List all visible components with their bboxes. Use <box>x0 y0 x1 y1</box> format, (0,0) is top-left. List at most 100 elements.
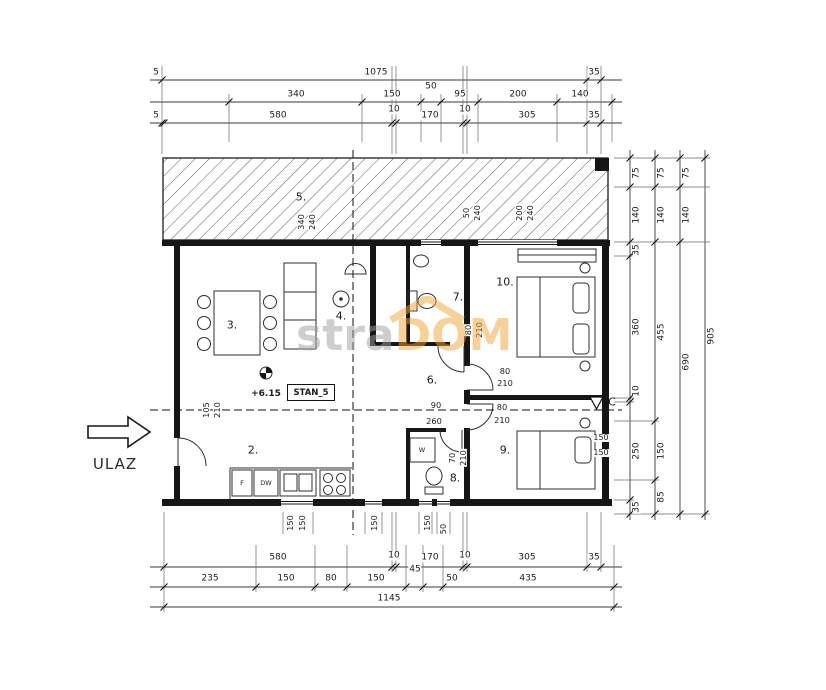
fixture-label: DW <box>260 478 272 487</box>
dim-label-bottom: 10 <box>387 550 401 561</box>
fixture-label: W <box>418 445 426 454</box>
dim-label-interior: 210 <box>211 401 222 419</box>
dim-label-top: 5 <box>152 67 160 78</box>
dim-label-right: 140 <box>631 205 642 225</box>
dim-label-window: 50 <box>437 522 448 536</box>
dim-label-top: 340 <box>286 89 306 100</box>
dim-label-interior: 150 <box>592 433 610 442</box>
dim-label-top: 95 <box>453 89 467 100</box>
terrace-hatch-band <box>162 157 609 241</box>
dim-label-right: 85 <box>656 490 667 504</box>
corner-wall-block <box>595 158 609 171</box>
double-bed <box>516 276 596 358</box>
dim-label-interior: 70 <box>446 451 457 465</box>
room-label: 3. <box>226 318 238 332</box>
dim-label-right: 75 <box>681 166 692 180</box>
dim-label-right: 35 <box>631 500 642 514</box>
cabinet-island <box>283 262 317 350</box>
fridge <box>231 469 253 497</box>
nightstand <box>579 262 591 274</box>
dim-label-interior: 80 <box>495 401 509 412</box>
dim-label-top: 140 <box>570 89 590 100</box>
dim-label-interior: 210 <box>493 414 511 425</box>
dim-label-window: 150 <box>368 514 379 532</box>
dim-label-bottom: 580 <box>268 552 288 563</box>
dim-label-right: 10 <box>631 384 642 398</box>
dim-label-interior: 210 <box>496 377 514 388</box>
toilet-tank <box>424 486 444 495</box>
dim-label-interior: 150 <box>592 448 610 457</box>
dimension-ticks <box>158 76 709 611</box>
armchair <box>344 263 367 275</box>
dim-label-bottom: 1145 <box>376 593 402 604</box>
dim-label-bottom: 150 <box>276 573 296 584</box>
room-label: 5. <box>295 190 307 204</box>
section-marker-triangle <box>588 396 605 411</box>
dim-label-right: 75 <box>656 166 667 180</box>
dim-label-top: 35 <box>587 110 601 121</box>
room-label: 9. <box>499 443 511 457</box>
dim-label-interior: 240 <box>471 204 482 222</box>
dim-label-interior: 240 <box>306 213 317 231</box>
dim-label-bottom: 35 <box>587 552 601 563</box>
pillow <box>574 436 592 464</box>
dim-label-window: 150 <box>296 514 307 532</box>
dim-label-interior: 200 <box>513 204 524 222</box>
dim-label-interior: 105 <box>200 401 211 419</box>
dim-label-right: 455 <box>656 322 667 342</box>
dim-label-right: 250 <box>631 441 642 461</box>
dim-label-interior: 210 <box>473 321 484 339</box>
room-label: 4. <box>335 309 347 323</box>
dishwasher <box>253 469 279 497</box>
room-label: 10. <box>496 275 514 289</box>
dim-label-interior: 240 <box>524 204 535 222</box>
dim-label-top: 50 <box>424 81 438 92</box>
furniture <box>197 248 597 499</box>
side-table <box>332 290 350 308</box>
walls <box>162 240 612 506</box>
washbasin <box>413 254 429 268</box>
windows <box>281 240 557 506</box>
dim-label-bottom: 150 <box>366 573 386 584</box>
unit-label-box: STAN_5 <box>287 384 335 401</box>
chair <box>263 337 277 351</box>
dim-label-interior: 90 <box>429 399 443 410</box>
dim-label-bottom: 50 <box>445 573 459 584</box>
room-label: 2. <box>247 443 259 457</box>
dim-label-bottom: 170 <box>420 552 440 563</box>
dim-label-interior: 260 <box>425 415 443 426</box>
toilet-bowl <box>425 466 443 486</box>
dim-label-right: 35 <box>631 243 642 257</box>
dim-label-interior: 50 <box>460 206 471 220</box>
dim-label-top: 170 <box>420 110 440 121</box>
dim-label-interior: 80 <box>498 365 512 376</box>
dim-label-top: 35 <box>587 67 601 78</box>
dim-label-right: 905 <box>706 326 717 346</box>
chair <box>197 316 211 330</box>
entrance-arrow-icon <box>87 415 152 449</box>
dim-label-top: 150 <box>382 89 402 100</box>
dim-label-right: 140 <box>656 205 667 225</box>
dim-label-window: 150 <box>421 514 432 532</box>
dim-label-bottom: 305 <box>517 552 537 563</box>
dim-label-top: 1075 <box>363 67 389 78</box>
dim-label-bottom: 435 <box>518 573 538 584</box>
washing-machine <box>409 437 436 463</box>
room-label: 8. <box>449 471 461 485</box>
dim-label-top: 10 <box>387 104 401 115</box>
dim-label-top: 200 <box>508 89 528 100</box>
dim-label-bottom: 80 <box>324 573 338 584</box>
stove <box>319 469 351 497</box>
section-lines <box>150 150 622 535</box>
dim-label-window: 150 <box>284 514 295 532</box>
dim-label-right: 150 <box>656 441 667 461</box>
single-bed <box>516 430 596 490</box>
chair <box>197 337 211 351</box>
nightstand <box>579 417 591 429</box>
dim-label-right: 360 <box>631 317 642 337</box>
level-label: +6.15 <box>250 389 282 399</box>
chair <box>263 316 277 330</box>
